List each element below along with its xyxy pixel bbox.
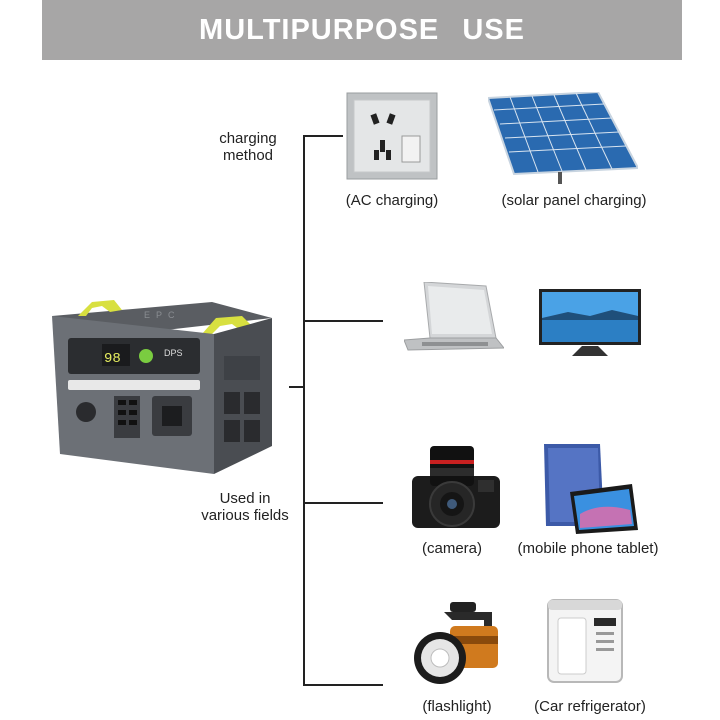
refrigerator-icon [547, 599, 623, 683]
branch-camera-tablet [303, 502, 383, 504]
display-badge: DPS [164, 348, 183, 358]
power-station-image: EPC 98 DPS [52, 300, 272, 474]
display-readout: 98 [104, 351, 121, 367]
solar-panel-caption: (solar panel charging) [501, 192, 647, 209]
wall-socket-icon [346, 92, 438, 180]
flashlight-caption: (flashlight) [422, 698, 492, 715]
charging-method-label: charging method [219, 130, 277, 164]
brand-logo-text: EPC [144, 310, 181, 320]
tablet-icon [544, 444, 638, 534]
page-title: MULTIPURPOSE USE [199, 13, 525, 46]
camera-icon [412, 446, 500, 528]
laptop-icon [404, 282, 504, 351]
ac-charging-caption: (AC charging) [345, 192, 439, 209]
camera-caption: (camera) [421, 540, 482, 557]
vertical-connector [303, 135, 305, 685]
used-in-fields-label: Used in various fields [201, 490, 289, 524]
branch-flashlight-fridge [303, 684, 383, 686]
branch-laptop-tv [303, 320, 383, 322]
solar-panel-icon [488, 92, 638, 184]
refrigerator-caption: (Car refrigerator) [534, 698, 646, 715]
branch-charging [303, 135, 343, 137]
television-icon [539, 289, 641, 356]
connector-stub [289, 386, 304, 388]
tablet-caption: (mobile phone tablet) [517, 540, 659, 557]
flashlight-icon [414, 602, 498, 684]
header-banner: MULTIPURPOSE USE [42, 0, 682, 60]
